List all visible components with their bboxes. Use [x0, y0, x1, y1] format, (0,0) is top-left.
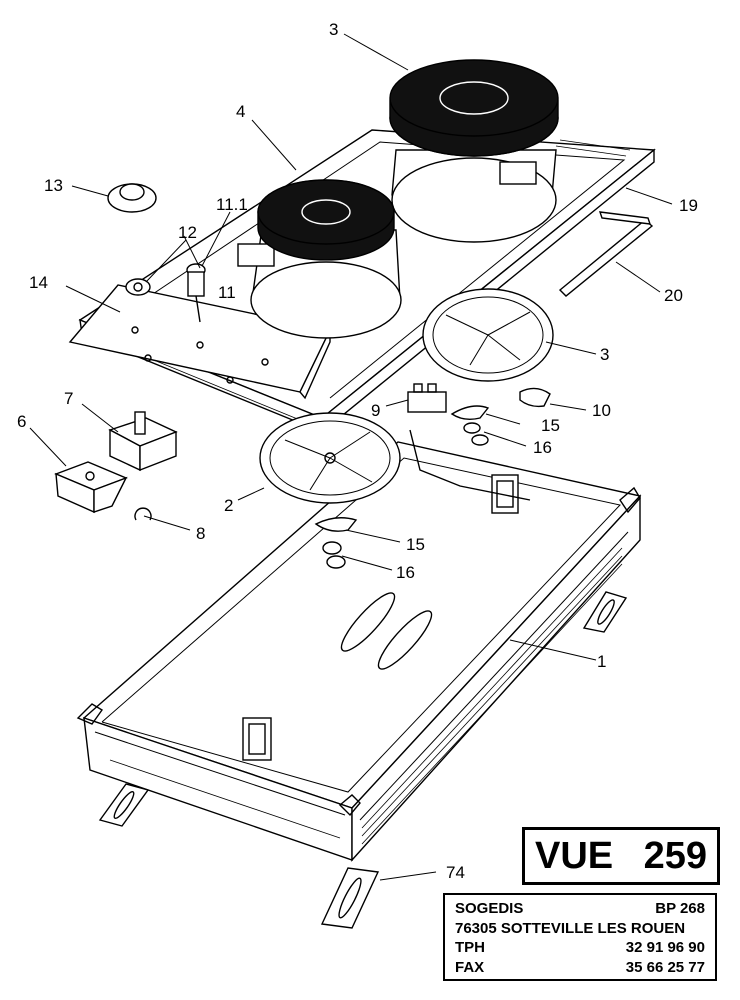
part-20-side-rail — [558, 211, 654, 297]
po-box: BP 268 — [655, 900, 705, 917]
company-name: SOGEDIS — [455, 900, 524, 917]
callout-10: 10 — [592, 401, 611, 420]
fax-number: 35 66 25 77 — [625, 958, 705, 976]
part-13-knob — [107, 183, 157, 213]
callout-9: 9 — [371, 401, 381, 420]
callout-13: 13 — [44, 176, 63, 195]
view-prefix: VUE — [535, 835, 614, 877]
callout-5: 3 — [329, 20, 339, 39]
part-15-tab-upper — [450, 405, 490, 421]
part-16-nuts-lower — [322, 541, 346, 569]
leader-lines — [29, 33, 673, 881]
part-3-reflector-dish — [422, 288, 554, 382]
part-74-clips — [98, 591, 628, 929]
callout-3: 3 — [600, 345, 610, 364]
address-row-company: SOGEDIS BP 268 — [455, 899, 705, 919]
part-1-housing-tray — [76, 429, 642, 862]
part-12-nut — [125, 278, 151, 296]
part-14-control-strip — [68, 284, 332, 400]
fax-label: FAX — [455, 958, 485, 976]
callout-6: 6 — [17, 412, 27, 431]
part-7-energy-regulator — [108, 411, 178, 472]
part-5-large-hotplate — [389, 59, 559, 243]
phone-label: TPH — [455, 939, 485, 956]
callout-14: 14 — [29, 273, 48, 292]
part-10-connector — [519, 387, 551, 408]
phone-number: 32 91 96 90 — [625, 939, 705, 956]
address-row-fax: FAX 35 66 25 77 — [455, 958, 705, 978]
callout-12: 12 — [178, 223, 197, 242]
callout-15-lower: 15 — [406, 535, 425, 554]
callout-74: 74 — [446, 863, 465, 882]
part-2-reflector-dish — [259, 412, 401, 504]
view-number-box: VUE 259 — [522, 827, 720, 885]
part-9-terminal-block — [407, 383, 447, 413]
address-row-city: 76305 SOTTEVILLE LES ROUEN — [455, 919, 705, 939]
callout-11-1: 11.1 — [216, 195, 248, 214]
part-16-nuts-upper — [463, 422, 489, 446]
callout-20: 20 — [664, 286, 683, 305]
callout-2: 2 — [224, 496, 234, 515]
part-4-small-hotplate — [237, 179, 402, 339]
callout-16-upper: 16 — [533, 438, 552, 457]
callout-19: 19 — [679, 196, 698, 215]
supplier-address-block: SOGEDIS BP 268 76305 SOTTEVILLE LES ROUE… — [443, 893, 717, 981]
address-row-phone: TPH 32 91 96 90 — [455, 938, 705, 958]
callout-4: 4 — [236, 102, 246, 121]
city-line: 76305 SOTTEVILLE LES ROUEN — [455, 919, 686, 937]
view-number: 259 — [643, 835, 707, 877]
callout-11: 11 — [218, 283, 236, 302]
callout-7: 7 — [64, 389, 74, 408]
part-6-cover — [54, 461, 128, 514]
part-15-tab-lower — [314, 517, 358, 532]
part-11-pilot-lamp — [186, 263, 206, 323]
callout-15-upper: 15 — [541, 416, 560, 435]
part-8-clip — [134, 507, 152, 521]
callout-16-lower: 16 — [396, 563, 415, 582]
callout-8: 8 — [196, 524, 206, 543]
callout-1: 1 — [597, 652, 607, 671]
